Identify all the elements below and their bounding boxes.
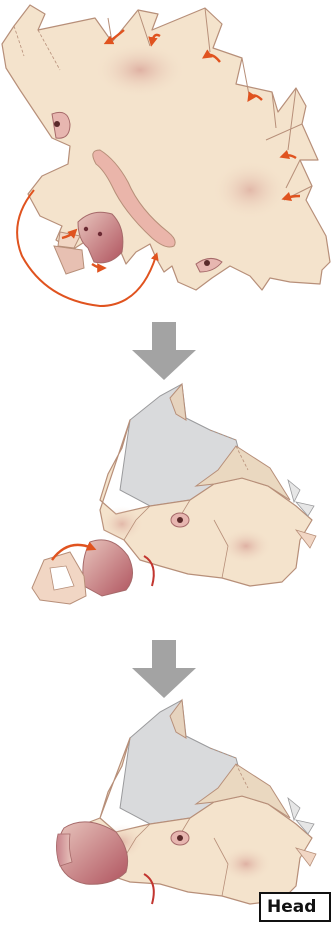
part-label: Head [259, 892, 331, 922]
flat-template [2, 5, 330, 306]
eye-icon [171, 513, 189, 527]
snout-piece [78, 212, 123, 263]
step-down-arrow-icon [132, 640, 196, 698]
folded-head-snout-open [32, 384, 316, 604]
finished-head [56, 700, 316, 904]
eye-icon [171, 831, 189, 845]
step-down-arrow-icon [132, 322, 196, 380]
